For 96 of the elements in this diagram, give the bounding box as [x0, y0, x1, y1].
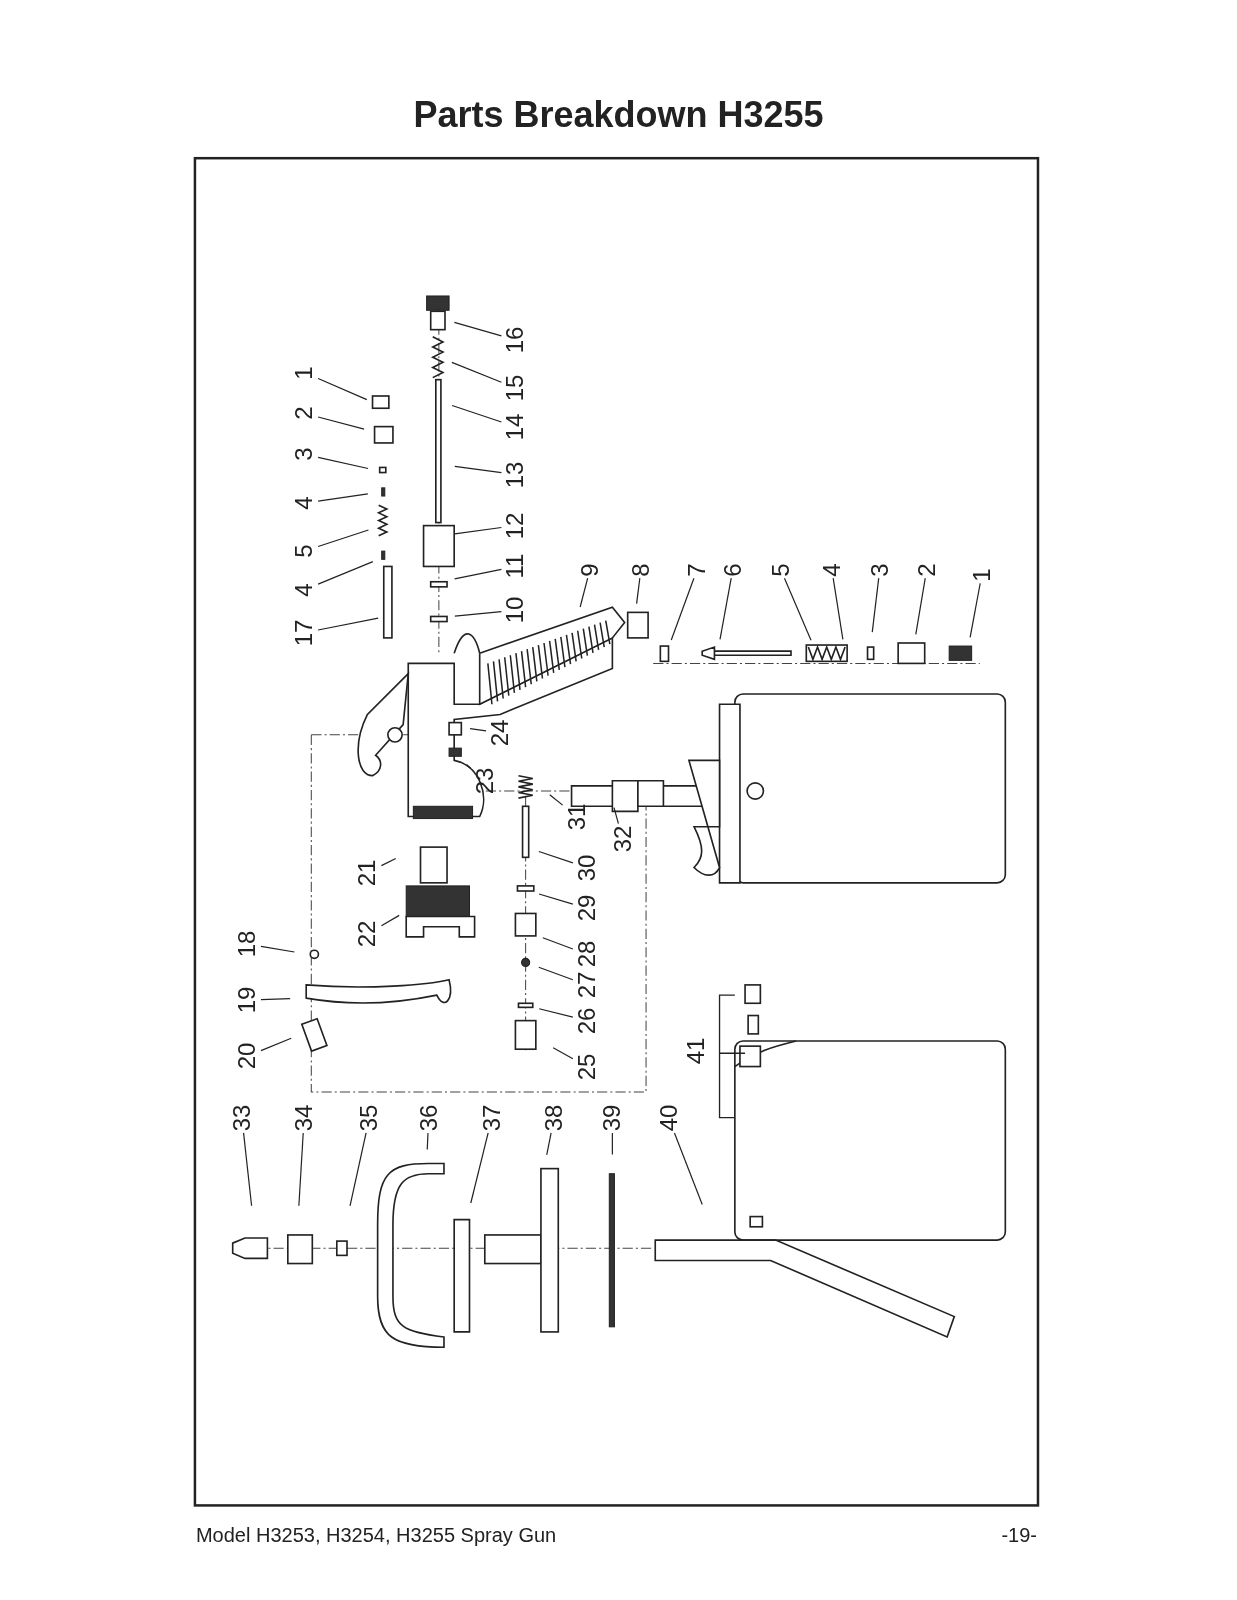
callout-number: 16 [503, 326, 528, 354]
callout-number: 40 [656, 1104, 681, 1131]
callout-number: 25 [574, 1053, 599, 1080]
leader-line [349, 1132, 367, 1207]
callout-number: 4 [292, 496, 317, 510]
callout-number: 15 [503, 374, 528, 402]
leader-line [466, 764, 472, 769]
callout-number: 4 [292, 583, 317, 597]
leader-line [546, 1132, 552, 1156]
leader-line [317, 456, 369, 470]
leader-line [454, 465, 502, 474]
callout-number: 18 [235, 930, 259, 958]
callout-number: 23 [472, 767, 497, 795]
leader-line [832, 577, 844, 640]
callout-number: 10 [503, 597, 528, 624]
leader-line [242, 1132, 253, 1207]
callout-number: 36 [416, 1104, 441, 1131]
leader-line [298, 1132, 304, 1207]
leader-line [538, 966, 574, 981]
callout-number: 31 [564, 803, 589, 830]
leader-line [317, 377, 368, 401]
leader-line [670, 577, 695, 641]
leader-line [470, 1132, 489, 1204]
leader-line [613, 806, 619, 825]
callout-number: 5 [768, 562, 793, 577]
leader-line [317, 416, 365, 430]
callout-number: 17 [292, 619, 317, 647]
callout-number: 3 [867, 562, 892, 577]
leader-line [871, 577, 880, 633]
leader-line [783, 577, 812, 641]
callout-number: 39 [600, 1104, 625, 1131]
leader-line [380, 857, 397, 867]
callout-number: 22 [355, 920, 380, 948]
callout-number: 30 [574, 854, 599, 881]
leader-line [451, 404, 502, 423]
callout-number: 1 [292, 365, 317, 380]
leader-line [260, 998, 291, 1001]
callout-number: 2 [292, 406, 317, 420]
callout-number: 21 [355, 859, 380, 886]
callout-number: 27 [574, 971, 599, 999]
callout-number: 4 [819, 562, 844, 577]
leader-line [719, 577, 732, 641]
leader-line [552, 1047, 574, 1060]
callout-number: 19 [235, 986, 259, 1014]
callout-number: 41 [684, 1037, 709, 1065]
callout-number: 6 [720, 562, 745, 577]
callout-number: 28 [574, 940, 599, 968]
callout-number: 29 [574, 895, 599, 922]
leader-line [915, 577, 926, 635]
callout-number: 26 [574, 1007, 599, 1034]
leader-line [636, 577, 641, 605]
leader-line [317, 493, 369, 502]
leader-line [542, 937, 574, 950]
callout-number: 20 [235, 1043, 259, 1070]
callout-number: 8 [628, 562, 653, 577]
leader-line [317, 617, 379, 631]
leader-line [538, 893, 574, 905]
leader-line [454, 611, 502, 617]
leader-line [469, 728, 487, 732]
footer-text: Model H3253, H3254, H3255 Spray Gun [195, 1523, 557, 1547]
leader-line [317, 529, 369, 548]
callout-number: 7 [685, 562, 710, 577]
title: Parts Breakdown H3255 [412, 93, 825, 136]
leader-line [538, 850, 574, 864]
callout-number: 38 [542, 1104, 567, 1131]
leader-line [611, 1132, 613, 1156]
leader-line [579, 577, 589, 608]
leader-line [317, 561, 374, 585]
leader-line [380, 914, 400, 927]
callout-number: 34 [292, 1104, 317, 1131]
leader-line [260, 1037, 292, 1052]
callout-number: 14 [503, 413, 528, 440]
callout-number: 32 [610, 825, 635, 853]
callout-number: 11 [503, 554, 528, 579]
leader-line [453, 321, 502, 337]
leader-line [451, 361, 502, 383]
leader-line [538, 1008, 574, 1018]
leader-line [260, 945, 296, 953]
callout-number: 33 [229, 1104, 254, 1131]
leader-line [673, 1132, 703, 1206]
callout-number: 37 [479, 1104, 504, 1131]
callout-number: 1 [969, 567, 994, 582]
callout-number: 24 [488, 719, 513, 747]
page-number: -19- [1001, 1523, 1037, 1547]
callout-number: 12 [503, 512, 528, 539]
leader-line [454, 568, 502, 580]
leader-line [549, 794, 564, 806]
callout-number: 35 [357, 1104, 382, 1131]
callout-number: 5 [292, 544, 317, 558]
callout-number: 2 [914, 562, 939, 577]
callout-number: 9 [577, 562, 602, 577]
leader-line [969, 582, 981, 638]
leader-line [426, 1132, 429, 1151]
leader-line [454, 526, 502, 535]
callout-number: 3 [292, 447, 317, 461]
callout-number: 13 [503, 461, 528, 488]
